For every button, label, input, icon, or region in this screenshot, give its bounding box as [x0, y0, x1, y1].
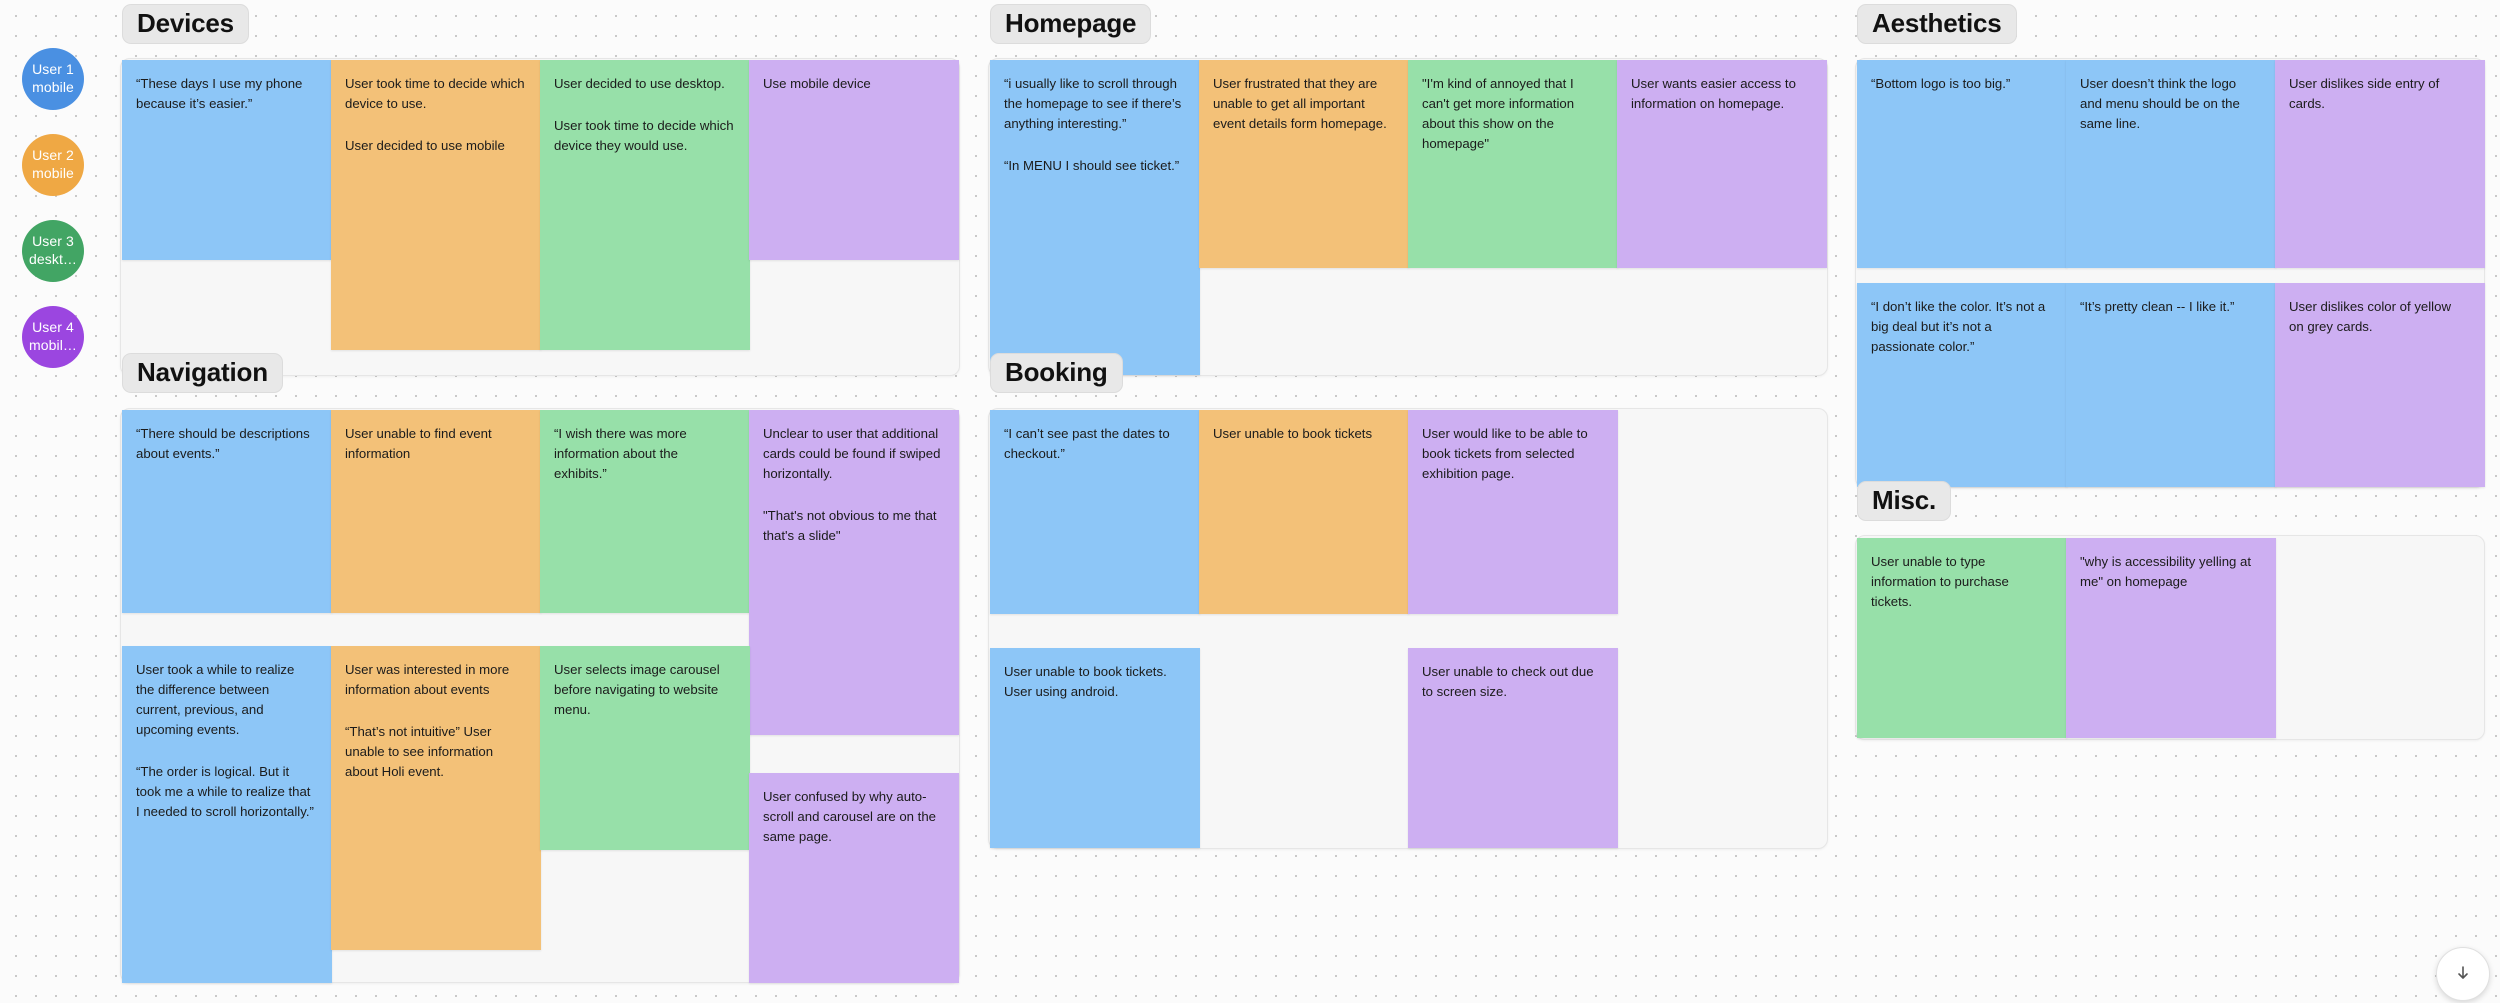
avatar-label-line1: User 1	[32, 61, 74, 78]
sticky-note[interactable]: User took time to decide which device to…	[331, 60, 541, 350]
note-paragraph: User took time to decide which device th…	[554, 118, 734, 154]
sticky-note[interactable]: User dislikes side entry of cards.	[2275, 60, 2485, 268]
sticky-note[interactable]: User unable to book tickets	[1199, 410, 1409, 614]
section-title-devices[interactable]: Devices	[122, 4, 249, 45]
section-title-aesthetics[interactable]: Aesthetics	[1857, 4, 2017, 45]
note-paragraph: “There should be descriptions about even…	[136, 426, 310, 462]
sticky-note[interactable]: User took a while to realize the differe…	[122, 646, 332, 983]
note-paragraph: “These days I use my phone because it’s …	[136, 76, 303, 112]
sticky-note[interactable]: User decided to use desktop. User took t…	[540, 60, 750, 350]
sticky-note[interactable]: User dislikes color of yellow on grey ca…	[2275, 283, 2485, 487]
note-paragraph: User decided to use mobile	[345, 138, 505, 154]
sticky-note[interactable]: User confused by why auto-scroll and car…	[749, 773, 959, 983]
sticky-note[interactable]: "why is accessibility yelling at me" on …	[2066, 538, 2276, 738]
section-title-misc[interactable]: Misc.	[1857, 481, 1952, 522]
participant-legend: User 1 mobile User 2 mobile User 3 deskt…	[22, 48, 102, 392]
note-paragraph: “In MENU I should see ticket.”	[1004, 158, 1180, 174]
sticky-note[interactable]: User unable to find event information	[331, 410, 541, 613]
note-paragraph: User wants easier access to information …	[1631, 76, 1796, 112]
download-icon	[2458, 966, 2468, 979]
avatar-label-line2: mobile	[32, 79, 74, 95]
avatar-label-line2: mobile	[32, 165, 74, 181]
sticky-note[interactable]: User wants easier access to information …	[1617, 60, 1827, 268]
sticky-note[interactable]: "I'm kind of annoyed that I can't get mo…	[1408, 60, 1618, 268]
zoom-control-button[interactable]	[2436, 947, 2490, 1001]
note-paragraph: User decided to use desktop.	[554, 76, 725, 91]
note-paragraph: “i usually like to scroll through the ho…	[1004, 76, 1182, 132]
section-title-booking[interactable]: Booking	[990, 353, 1123, 394]
sticky-note[interactable]: “Bottom logo is too big.”	[1857, 60, 2067, 268]
sticky-note[interactable]: User unable to type information to purch…	[1857, 538, 2067, 738]
note-paragraph: User confused by why auto-scroll and car…	[763, 789, 937, 845]
note-paragraph: “The order is logical. But it took me a …	[136, 764, 314, 820]
sticky-note[interactable]: Unclear to user that additional cards co…	[749, 410, 959, 735]
note-paragraph: “It’s pretty clean -- I like it.”	[2080, 299, 2235, 314]
avatar-user-3[interactable]: User 3 deskt…	[22, 220, 84, 282]
note-paragraph: User unable to check out due to screen s…	[1422, 664, 1594, 700]
note-paragraph: “Bottom logo is too big.”	[1871, 76, 2011, 91]
note-paragraph: User dislikes side entry of cards.	[2289, 76, 2440, 112]
note-paragraph: “I don’t like the color. It’s not a big …	[1871, 299, 2046, 355]
sticky-note[interactable]: User selects image carousel before navig…	[540, 646, 750, 850]
sticky-note[interactable]: User was interested in more information …	[331, 646, 541, 950]
sticky-note[interactable]: User frustrated that they are unable to …	[1199, 60, 1409, 268]
note-paragraph: Use mobile device	[763, 76, 871, 91]
avatar-label-line2: mobil…	[28, 337, 78, 353]
sticky-note[interactable]: User would like to be able to book ticke…	[1408, 410, 1618, 614]
avatar-user-4[interactable]: User 4 mobil…	[22, 306, 84, 368]
note-paragraph: User frustrated that they are unable to …	[1213, 76, 1387, 132]
note-paragraph: User unable to book tickets	[1213, 426, 1373, 441]
note-paragraph: “I can’t see past the dates to checkout.…	[1004, 426, 1170, 462]
note-paragraph: User took time to decide which device to…	[345, 76, 525, 112]
note-paragraph: “I wish there was more information about…	[554, 426, 687, 482]
note-paragraph: User dislikes color of yellow on grey ca…	[2289, 299, 2451, 335]
note-paragraph: “That’s not intuitive” User unable to se…	[345, 724, 494, 780]
note-paragraph: User was interested in more information …	[345, 662, 510, 698]
note-paragraph: User doesn’t think the logo and menu sho…	[2080, 76, 2240, 132]
note-paragraph: Unclear to user that additional cards co…	[763, 426, 941, 482]
sticky-note[interactable]: “There should be descriptions about even…	[122, 410, 332, 613]
sticky-note[interactable]: “I can’t see past the dates to checkout.…	[990, 410, 1200, 614]
note-paragraph: User unable to find event information	[345, 426, 492, 462]
note-paragraph: "That's not obvious to me that that's a …	[763, 508, 937, 544]
avatar-user-2[interactable]: User 2 mobile	[22, 134, 84, 196]
note-paragraph: "why is accessibility yelling at me" on …	[2080, 554, 2252, 590]
sticky-note[interactable]: “I don’t like the color. It’s not a big …	[1857, 283, 2067, 487]
avatar-label-line1: User 3	[32, 233, 74, 250]
note-paragraph: User unable to type information to purch…	[1871, 554, 2009, 610]
avatar-user-1[interactable]: User 1 mobile	[22, 48, 84, 110]
note-paragraph: User would like to be able to book ticke…	[1422, 426, 1588, 482]
sticky-note[interactable]: User unable to book tickets. User using …	[990, 648, 1200, 848]
sticky-note[interactable]: “i usually like to scroll through the ho…	[990, 60, 1200, 375]
sticky-note[interactable]: Use mobile device	[749, 60, 959, 260]
sticky-note[interactable]: “It’s pretty clean -- I like it.”	[2066, 283, 2276, 487]
sticky-note[interactable]: User unable to check out due to screen s…	[1408, 648, 1618, 848]
note-paragraph: User took a while to realize the differe…	[136, 662, 295, 738]
avatar-label-line2: deskt…	[28, 251, 78, 267]
sticky-note[interactable]: “I wish there was more information about…	[540, 410, 750, 613]
note-paragraph: "I'm kind of annoyed that I can't get mo…	[1422, 76, 1575, 152]
note-paragraph: User unable to book tickets. User using …	[1004, 664, 1167, 700]
avatar-label-line1: User 4	[32, 319, 74, 336]
avatar-label-line1: User 2	[32, 147, 74, 164]
section-title-homepage[interactable]: Homepage	[990, 4, 1152, 45]
note-paragraph: User selects image carousel before navig…	[554, 662, 720, 718]
section-title-navigation[interactable]: Navigation	[122, 353, 283, 394]
sticky-note[interactable]: User doesn’t think the logo and menu sho…	[2066, 60, 2276, 268]
sticky-note[interactable]: “These days I use my phone because it’s …	[122, 60, 332, 260]
